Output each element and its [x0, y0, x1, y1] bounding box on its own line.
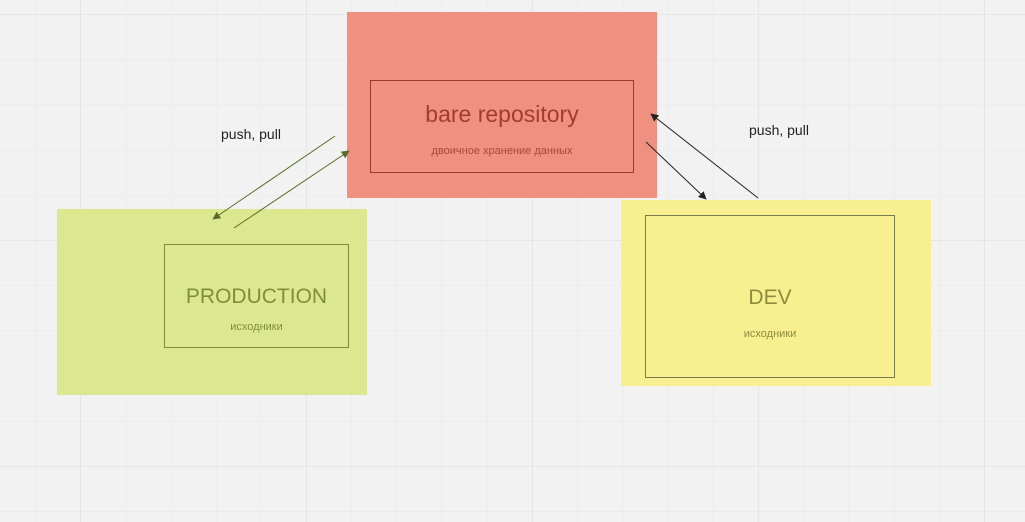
dev-subtitle: исходники [743, 328, 797, 340]
dev-title: DEV [748, 286, 792, 309]
pull-to-production-arrow[interactable] [212, 135, 336, 220]
push-from-production-arrow[interactable] [233, 150, 350, 229]
left-edge-label: push, pull [221, 126, 281, 142]
production-subtitle: исходники [230, 321, 283, 333]
bare-repository-inner-frame: bare repository двоичное хранение данных [370, 80, 634, 173]
bare-repository-block[interactable]: bare repository двоичное хранение данных [347, 12, 657, 198]
dev-block[interactable]: DEV исходники [621, 200, 931, 386]
pull-to-dev-arrow[interactable] [645, 141, 707, 200]
push-from-dev-arrow[interactable] [650, 113, 759, 199]
production-block[interactable]: PRODUCTION исходники [57, 209, 367, 395]
dev-inner-frame: DEV исходники [645, 215, 895, 378]
right-edge-label: push, pull [749, 122, 809, 138]
production-title: PRODUCTION [185, 285, 328, 308]
production-inner-frame: PRODUCTION исходники [164, 244, 349, 348]
bare-repository-subtitle: двоичное хранение данных [431, 145, 573, 157]
bare-repository-title: bare repository [425, 101, 579, 127]
